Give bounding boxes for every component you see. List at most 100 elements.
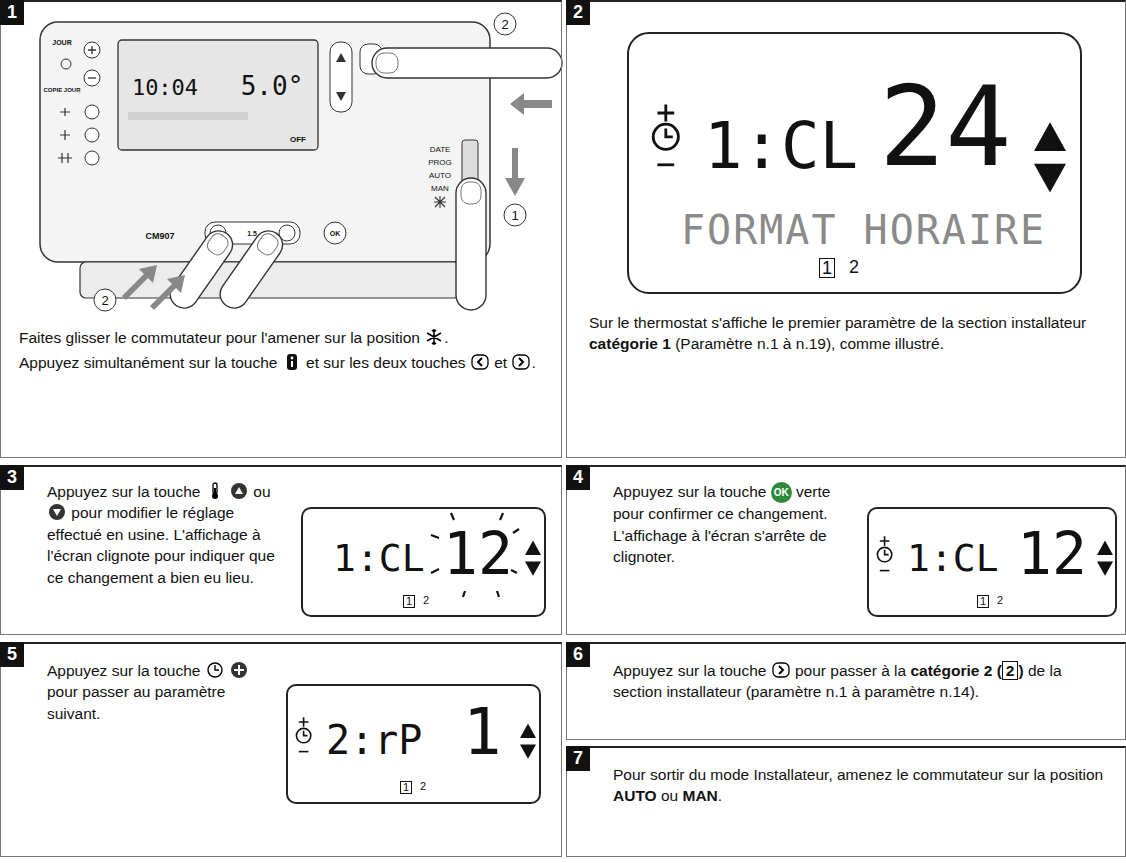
emphasis-text: 2 bbox=[1002, 661, 1019, 680]
device-label: AUTO bbox=[429, 172, 451, 180]
lcd-screen: 2:rP112 bbox=[286, 684, 541, 804]
device-label: CM907 bbox=[145, 232, 174, 241]
paragraph: Appuyez sur la touche OK verte pour conf… bbox=[613, 481, 853, 568]
step-number: 3 bbox=[0, 465, 24, 490]
instruction-text: Appuyez sur la touche pour passer à la c… bbox=[613, 660, 1108, 707]
device-label: 5.0° bbox=[241, 73, 304, 99]
button-icon bbox=[48, 503, 66, 521]
instruction-panel: 2Sur le thermostat s'affiche le premier … bbox=[566, 0, 1126, 458]
instruction-text: Appuyez simultanément sur la touche bbox=[19, 354, 277, 371]
instruction-text: Pour sortir du mode Installateur, amenez… bbox=[613, 764, 1108, 811]
emphasis-text: MAN bbox=[683, 787, 718, 804]
lcd-text: 1 bbox=[977, 595, 989, 608]
button-icon bbox=[206, 482, 224, 500]
lcd-text: 1 bbox=[403, 595, 415, 608]
instruction-panel: 3Appuyez sur la touche ou pour modifier … bbox=[0, 465, 562, 635]
button-icon bbox=[772, 661, 790, 679]
paragraph: Sur le thermostat s'affiche le premier p… bbox=[589, 312, 1094, 355]
lcd-text: 1:CL bbox=[333, 539, 425, 577]
callout-number: 1 bbox=[511, 209, 518, 222]
instruction-text: et sur les deux touches bbox=[306, 354, 465, 371]
lcd-text: 24 bbox=[879, 72, 1011, 182]
instruction-text: Appuyez sur la touche bbox=[613, 662, 766, 679]
emphasis-text: catégorie 1 bbox=[589, 335, 671, 352]
instruction-text: pour passer au paramètre suivant. bbox=[47, 683, 225, 721]
paragraph: Pour sortir du mode Installateur, amenez… bbox=[613, 764, 1108, 807]
instruction-text: . bbox=[718, 787, 722, 804]
button-icon bbox=[230, 482, 248, 500]
instruction-text: Appuyez sur la touche pour passer au par… bbox=[47, 660, 272, 728]
instruction-text: et bbox=[494, 354, 507, 371]
instruction-text: ou bbox=[253, 483, 270, 500]
device-label: OFF bbox=[290, 136, 306, 144]
instruction-text: Sur le thermostat s'affiche le premier p… bbox=[589, 314, 1086, 331]
lcd-text: 1 bbox=[819, 258, 835, 278]
lcd-text: 12 bbox=[443, 525, 513, 583]
instruction-text: Appuyez sur la touche bbox=[47, 483, 200, 500]
button-icon bbox=[206, 661, 224, 679]
instruction-text: pour passer à la bbox=[795, 662, 906, 679]
ok-button: OK bbox=[771, 482, 792, 503]
instruction-text: Faites glisser le commutateur pour l'ame… bbox=[19, 329, 420, 346]
paragraph: Appuyez simultanément sur la touche et s… bbox=[19, 352, 544, 373]
step-number: 7 bbox=[566, 746, 590, 771]
instruction-panel: 7Pour sortir du mode Installateur, amene… bbox=[566, 746, 1126, 857]
emphasis-text: catégorie 2 bbox=[910, 662, 992, 679]
lcd-screen: 1:CL 12 12 bbox=[867, 507, 1117, 617]
lcd-text: 1 bbox=[463, 700, 502, 764]
instruction-text: . bbox=[444, 329, 448, 346]
instruction-text: Appuyez sur la touche ou pour modifier l… bbox=[47, 481, 287, 592]
instruction-panel: 1Faites glisser le commutateur pour l'am… bbox=[0, 0, 562, 458]
instruction-text: Faites glisser le commutateur pour l'ame… bbox=[19, 327, 544, 378]
instruction-text: Appuyez sur la touche bbox=[613, 483, 766, 500]
paragraph: Appuyez sur la touche ou pour modifier l… bbox=[47, 481, 287, 588]
device-label: 1.5 bbox=[247, 230, 257, 237]
instruction-text: Sur le thermostat s'affiche le premier p… bbox=[589, 312, 1094, 359]
lcd-text: 2:rP bbox=[326, 720, 422, 760]
paragraph: Appuyez sur la touche pour passer à la c… bbox=[613, 660, 1108, 703]
step-number: 4 bbox=[566, 465, 590, 490]
button-icon bbox=[512, 353, 530, 371]
instruction-text: Appuyez sur la touche OK verte pour conf… bbox=[613, 481, 853, 572]
lcd-text: 1 bbox=[400, 781, 412, 794]
step-number: 5 bbox=[0, 642, 24, 667]
callout-number: 2 bbox=[501, 18, 508, 31]
device-label: MAN bbox=[431, 185, 449, 193]
button-icon bbox=[425, 328, 443, 346]
lcd-text: FORMAT HORAIRE bbox=[681, 210, 1046, 250]
emphasis-text: ) bbox=[1018, 662, 1023, 679]
instruction-panel: 4Appuyez sur la touche OK verte pour con… bbox=[566, 465, 1126, 635]
step-number: 6 bbox=[566, 642, 590, 667]
paragraph: Faites glisser le commutateur pour l'ame… bbox=[19, 327, 544, 348]
lcd-text: 2 bbox=[849, 258, 859, 276]
lcd-text: 2 bbox=[420, 781, 426, 792]
paragraph: Appuyez sur la touche pour passer au par… bbox=[47, 660, 272, 724]
button-icon bbox=[230, 661, 248, 679]
button-icon bbox=[283, 353, 301, 371]
emphasis-text: AUTO bbox=[613, 787, 657, 804]
instruction-text: ou bbox=[661, 787, 678, 804]
instruction-text: Appuyez sur la touche bbox=[47, 662, 200, 679]
lcd-text: 1:CL bbox=[907, 539, 999, 577]
device-label: OK bbox=[330, 230, 341, 237]
lcd-text: 12 bbox=[1017, 525, 1087, 583]
callout-number: 2 bbox=[101, 294, 108, 307]
instruction-text: pour modifier le réglage effectué en usi… bbox=[47, 504, 275, 585]
device-label: 10:04 bbox=[132, 77, 198, 99]
button-icon bbox=[471, 353, 489, 371]
step-number: 2 bbox=[566, 0, 590, 25]
instruction-text: . bbox=[531, 354, 535, 371]
step-number: 1 bbox=[0, 0, 24, 25]
lcd-text: 2 bbox=[997, 595, 1003, 606]
instruction-text: (Paramètre n.1 à n.19), comme illustré. bbox=[675, 335, 944, 352]
device-label: PROG bbox=[428, 159, 452, 167]
instruction-panel: 5Appuyez sur la touche pour passer au pa… bbox=[0, 642, 562, 857]
lcd-screen: 1:CL 24FORMAT HORAIRE 12 bbox=[627, 32, 1082, 294]
lcd-text: 1:CL bbox=[704, 114, 858, 178]
lcd-screen: 1:CL 12 12 bbox=[301, 507, 546, 617]
instruction-text: Pour sortir du mode Installateur, amenez… bbox=[613, 766, 1103, 783]
device-label: DATE bbox=[430, 146, 451, 154]
instruction-panel: 6Appuyez sur la touche pour passer à la … bbox=[566, 642, 1126, 740]
device-label: COPIE JOUR bbox=[43, 87, 80, 93]
lcd-text: 2 bbox=[423, 595, 429, 606]
